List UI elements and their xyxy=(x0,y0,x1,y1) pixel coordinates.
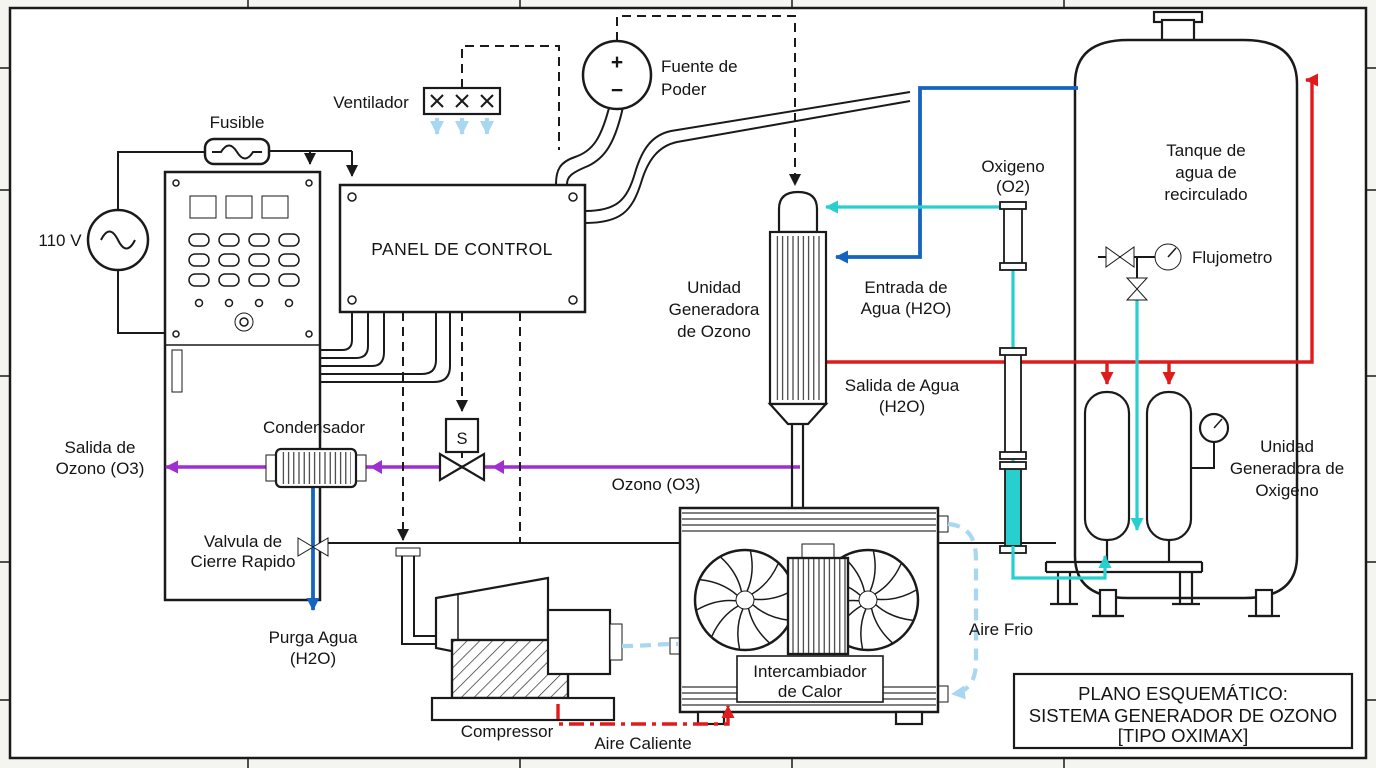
label-unidad-oxigeno-2: Generadora de xyxy=(1230,459,1344,478)
power-source xyxy=(581,39,653,111)
label-unidad-oxigeno-3: Oxigeno xyxy=(1255,481,1318,500)
tank-leg xyxy=(1098,588,1118,618)
label-salida-ozono-1: Salida de xyxy=(65,438,136,457)
compressor-air-line xyxy=(621,641,679,649)
control-panel-screws xyxy=(347,192,578,305)
label-condensador: Condensador xyxy=(263,418,365,437)
quick-close-valve xyxy=(297,537,329,557)
solenoid-valve xyxy=(438,417,486,482)
label-aire-frio: Aire Frio xyxy=(969,620,1033,639)
label-valvula-2: Cierre Rapido xyxy=(191,552,296,571)
label-valvula-1: Valvula de xyxy=(204,532,282,551)
cold-air-line xyxy=(947,521,979,700)
label-fuente-1: Fuente de xyxy=(661,57,738,76)
oxygen-column xyxy=(1145,390,1193,542)
label-entrada-agua-1: Entrada de xyxy=(864,278,947,297)
label-salida-agua-2: (H2O) xyxy=(879,397,925,416)
label-tanque-2: agua de xyxy=(1175,163,1236,182)
label-solenoid-s: S xyxy=(456,430,467,448)
oxygen-column xyxy=(1083,390,1131,542)
label-unidad-oxigeno-1: Unidad xyxy=(1260,437,1314,456)
label-ventilador: Ventilador xyxy=(333,93,409,112)
label-intercambiador-1: Intercambiador xyxy=(753,662,867,681)
label-oxigeno-2: (O2) xyxy=(996,177,1030,196)
label-flujometro: Flujometro xyxy=(1192,248,1272,267)
label-tanque-1: Tanque de xyxy=(1166,141,1245,160)
label-salida-ozono-2: Ozono (O3) xyxy=(56,459,145,478)
hot-water-out-line xyxy=(826,73,1318,385)
tank-leg xyxy=(1254,588,1274,618)
label-aire-caliente: Aire Caliente xyxy=(594,734,691,753)
oxygen-generator-unit xyxy=(1044,390,1230,606)
oxygen-feed-line xyxy=(1011,546,1112,580)
recirculation-water-tank xyxy=(1073,10,1299,618)
condenser xyxy=(265,447,367,489)
power-minus-sign: − xyxy=(611,79,623,102)
cabinet-controls xyxy=(172,179,313,338)
label-unidad-ozono-3: de Ozono xyxy=(677,322,751,341)
control-panel-box xyxy=(338,183,587,314)
label-unidad-ozono-2: Generadora xyxy=(669,300,760,319)
label-oxigeno-1: Oxigeno xyxy=(981,157,1044,176)
title-line-3: [TIPO OXIMAX] xyxy=(1118,725,1249,746)
compressor xyxy=(395,547,623,722)
label-purga-2: (H2O) xyxy=(290,649,336,668)
water-inlet-line xyxy=(835,86,1078,264)
power-plus-sign: + xyxy=(611,51,623,74)
label-fusible: Fusible xyxy=(210,113,265,132)
tank-flowmeter-assembly xyxy=(1098,243,1182,301)
label-110v: 110 V xyxy=(38,231,82,250)
ozone-flow-arrow xyxy=(492,460,504,474)
hot-air-line xyxy=(556,704,735,726)
cabinet-handle-slot xyxy=(171,349,183,393)
label-panel-de-control: PANEL DE CONTROL xyxy=(371,239,552,259)
title-line-1: PLANO ESQUEMÁTICO: xyxy=(1078,683,1288,704)
ozone-generator xyxy=(767,190,829,510)
heat-exchanger xyxy=(669,506,949,726)
label-ozono-o3: Ozono (O3) xyxy=(612,475,701,494)
label-fuente-2: Poder xyxy=(661,80,707,99)
labels: 110 V Fusible Ventilador + − Fuente de P… xyxy=(38,51,1344,753)
label-intercambiador-2: de Calor xyxy=(778,682,843,701)
label-purga-1: Purga Agua xyxy=(269,628,358,647)
electrical-wiring xyxy=(117,91,911,383)
title-block xyxy=(1012,672,1354,750)
ozone-flow-arrow xyxy=(370,460,382,474)
hx-label-box xyxy=(736,655,884,703)
hx-fan xyxy=(693,548,797,652)
label-unidad-ozono-1: Unidad xyxy=(687,278,741,297)
o2-flowmeter xyxy=(999,201,1027,271)
label-tanque-3: recirculado xyxy=(1164,185,1247,204)
oxygen-flow-instrument xyxy=(999,347,1027,460)
control-signal-lines xyxy=(397,15,801,543)
label-salida-agua-1: Salida de Agua xyxy=(845,376,960,395)
title-line-2: SISTEMA GENERADOR DE OZONO xyxy=(1029,705,1337,726)
fuse-symbol xyxy=(203,137,271,166)
ac-source-110v xyxy=(86,208,150,272)
label-entrada-agua-2: Agua (H2O) xyxy=(861,299,952,318)
fan-box xyxy=(422,86,502,135)
label-compressor: Compressor xyxy=(461,722,554,741)
